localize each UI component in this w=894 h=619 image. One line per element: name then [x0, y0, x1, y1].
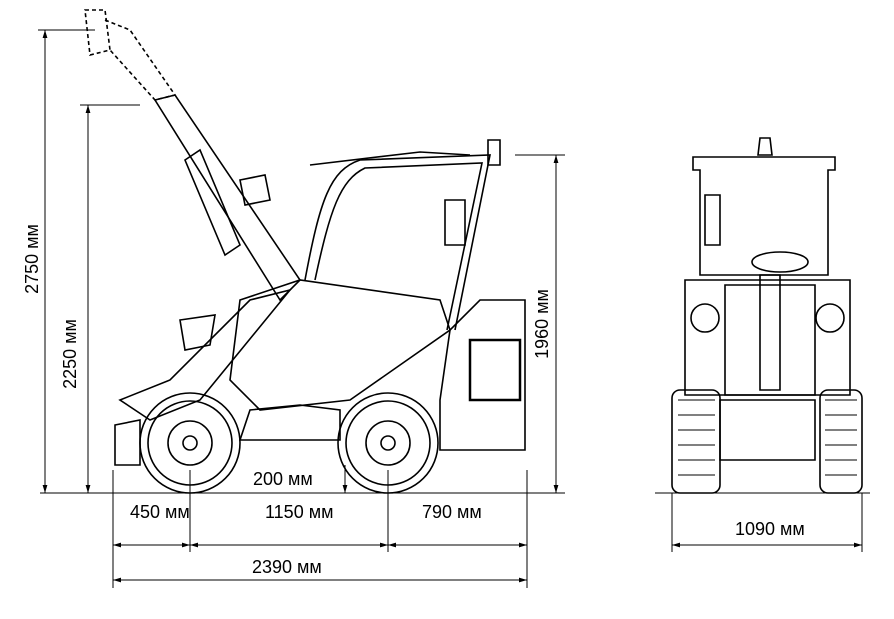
overall-width-label: 1090 мм: [735, 519, 805, 539]
cab-height-label: 1960 мм: [532, 289, 552, 359]
front-overhang-label: 450 мм: [130, 502, 190, 522]
dimension-lines: [38, 29, 870, 588]
pin-height-label: 2250 мм: [60, 319, 80, 389]
overall-length-label: 2390 мм: [252, 557, 322, 577]
rear-overhang-label: 790 мм: [422, 502, 482, 522]
loader-front-view: [671, 137, 863, 494]
max-height-label: 2750 мм: [22, 224, 42, 294]
ground-clearance-label: 200 мм: [253, 469, 313, 489]
wheelbase-label: 1150 мм: [265, 502, 334, 522]
loader-side-view: [84, 9, 526, 494]
